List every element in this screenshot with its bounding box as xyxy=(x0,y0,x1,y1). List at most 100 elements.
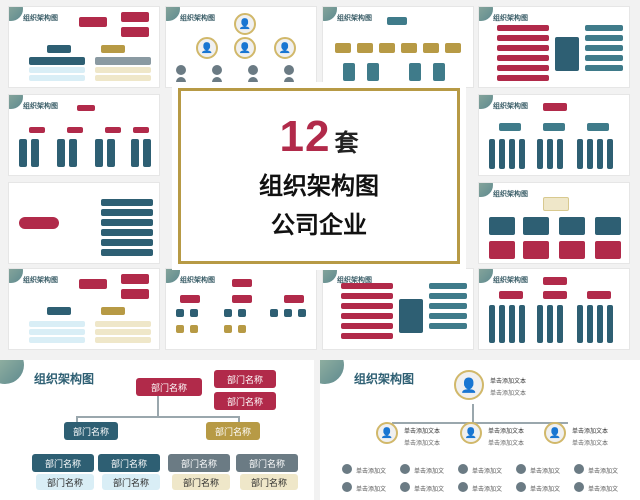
dept-box xyxy=(543,277,567,285)
person-icon: 👤 xyxy=(454,370,484,400)
preview-slide-left[interactable]: 组织架构图 部门名称 部门名称 部门名称 部门名称 部门名称 部门名称 部门名称… xyxy=(0,360,314,500)
dept-box xyxy=(77,105,95,111)
dept-box xyxy=(543,197,569,211)
person-icon: 👤 xyxy=(234,37,256,59)
dept-box xyxy=(121,12,149,22)
dept-box xyxy=(29,329,85,335)
thumbnail-8[interactable]: 组织架构图 xyxy=(478,182,630,264)
corner-shape xyxy=(8,268,23,283)
dept-box xyxy=(523,217,549,235)
thumbnail-5[interactable]: 组织架构图 xyxy=(8,94,160,176)
leaf-label: 单击添加文 xyxy=(356,484,386,493)
leaf-label: 单击添加文 xyxy=(414,466,444,475)
dept-box xyxy=(19,217,59,229)
dept-box xyxy=(543,291,567,299)
thumbnail-2[interactable]: 组织架构图 👤 👤 👤 👤 xyxy=(165,6,317,88)
dept-box xyxy=(31,139,39,167)
thumb-title: 组织架构图 xyxy=(180,275,215,285)
leaf-node xyxy=(284,77,294,87)
dept-box xyxy=(95,75,151,81)
dept-box xyxy=(499,291,523,299)
thumbnail-1[interactable]: 组织架构图 xyxy=(8,6,160,88)
dept-box xyxy=(107,139,115,167)
dept-box xyxy=(131,139,139,167)
text-bar xyxy=(585,65,623,71)
text-bar xyxy=(429,303,467,309)
dept-box xyxy=(47,307,71,315)
thumbnail-12[interactable]: 组织架构图 xyxy=(478,268,630,350)
dept-box xyxy=(95,139,103,167)
input-title-box xyxy=(555,37,579,71)
thumbnail-3[interactable]: 组织架构图 xyxy=(322,6,474,88)
dept-box xyxy=(29,321,85,327)
dept-box xyxy=(29,337,85,343)
leaf-label: 单击添加文 xyxy=(530,466,560,475)
dept-box xyxy=(597,305,603,343)
leaf-label: 单击添加文 xyxy=(588,484,618,493)
dept-right-1: 部门名称 xyxy=(214,370,276,388)
dept-box xyxy=(499,139,505,169)
dept-box xyxy=(95,57,151,65)
text-bar xyxy=(101,199,153,206)
leaf-node xyxy=(342,482,352,492)
corner-shape xyxy=(322,268,337,283)
dept-box xyxy=(587,291,611,299)
dept-box xyxy=(105,127,121,133)
dept-top: 部门名称 xyxy=(136,378,202,396)
dept-box xyxy=(509,139,515,169)
text-bar xyxy=(341,323,393,329)
text-bar xyxy=(101,209,153,216)
dept-row: 部门名称 xyxy=(102,474,160,490)
corner-shape xyxy=(0,360,24,384)
dept-box xyxy=(180,295,200,303)
dept-box xyxy=(232,295,252,303)
dept-box xyxy=(343,63,355,81)
corner-shape xyxy=(320,360,344,384)
dept-box xyxy=(557,305,563,343)
dept-box xyxy=(224,309,232,317)
dept-box xyxy=(284,309,292,317)
input-title-box xyxy=(399,299,423,333)
text-bar xyxy=(585,25,623,31)
text-bar xyxy=(429,313,467,319)
leaf-node xyxy=(574,482,584,492)
thumb-title: 组织架构图 xyxy=(23,275,58,285)
dept-box xyxy=(101,307,125,315)
thumbnail-9[interactable]: 组织架构图 xyxy=(8,268,160,350)
text-bar xyxy=(585,35,623,41)
dept-box xyxy=(176,309,184,317)
dept-col-2: 部门名称 xyxy=(98,454,160,472)
text-bar xyxy=(429,293,467,299)
text-bar xyxy=(497,65,549,71)
thumbnail-11[interactable]: 组织架构图 xyxy=(322,268,474,350)
dept-box xyxy=(543,123,565,131)
dept-box xyxy=(595,217,621,235)
dept-box xyxy=(95,67,151,73)
dept-box xyxy=(270,309,278,317)
dept-box xyxy=(101,45,125,53)
dept-box xyxy=(519,139,525,169)
dept-box xyxy=(409,63,421,81)
dept-row: 部门名称 xyxy=(172,474,230,490)
dept-right-2: 部门名称 xyxy=(214,392,276,410)
leaf-node xyxy=(516,482,526,492)
connector xyxy=(76,416,238,418)
dept-box xyxy=(121,27,149,37)
dept-box xyxy=(367,63,379,81)
dept-box xyxy=(499,123,521,131)
leaf-node xyxy=(284,65,294,75)
thumbnail-10[interactable]: 组织架构图 xyxy=(165,268,317,350)
preview-slide-right[interactable]: 组织架构图 👤 单击添加文本 单击添加文本 👤 单击添加文本 单击添加文本 👤 … xyxy=(320,360,640,500)
thumb-title: 组织架构图 xyxy=(23,13,58,23)
dept-box xyxy=(607,139,613,169)
cover-suffix: 套 xyxy=(334,123,358,158)
person-name: 单击添加文本 xyxy=(404,426,440,435)
text-bar xyxy=(341,333,393,339)
thumbnail-4[interactable]: 组织架构图 xyxy=(478,6,630,88)
thumbnail-6[interactable]: 组织架构图 xyxy=(478,94,630,176)
dept-box xyxy=(595,241,621,259)
dept-col-3: 部门名称 xyxy=(168,454,230,472)
leaf-node xyxy=(400,482,410,492)
thumbnail-7[interactable] xyxy=(8,182,160,264)
text-bar xyxy=(497,45,549,51)
